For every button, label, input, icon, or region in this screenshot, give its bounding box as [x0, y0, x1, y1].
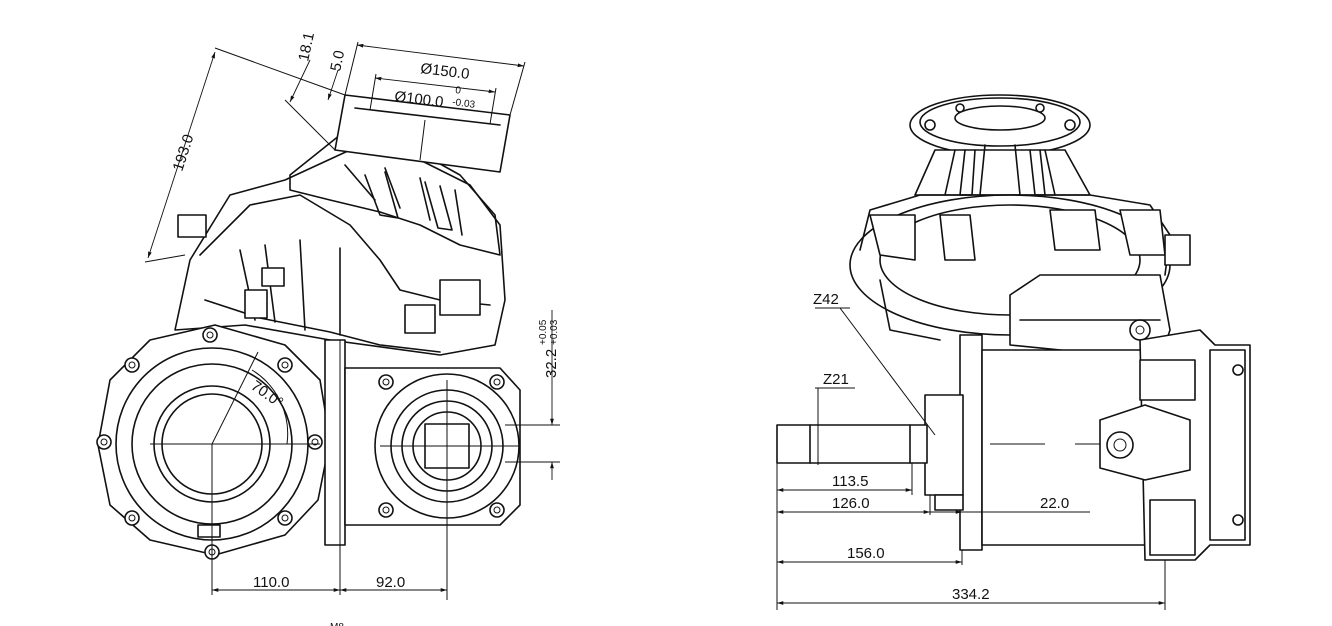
- gear-label-shaft: Z21: [823, 371, 849, 388]
- bottom-cut-label: M8: [330, 622, 344, 626]
- dim-shoulder: 22.0: [1040, 495, 1069, 512]
- dim-shaft-offset-tol-lower: +0.03: [549, 319, 560, 345]
- dim-right-center: 92.0: [376, 574, 405, 591]
- left-dimensions: [144, 41, 560, 592]
- dim-left-center: 110.0: [253, 574, 289, 591]
- gear-label-top: Z42: [813, 291, 839, 308]
- dim-height: 193.0: [170, 132, 198, 173]
- right-flange: [909, 94, 1091, 196]
- dim-flange-pilot-tol-upper: 0: [455, 85, 462, 97]
- dim-shaft-a: 113.5: [832, 473, 868, 490]
- dim-pilot-depth: 5.0: [327, 49, 348, 73]
- dim-shaft-b: 126.0: [832, 495, 870, 512]
- dim-flange-outer: Ø150.0: [420, 60, 471, 83]
- dim-overall: 334.2: [952, 586, 990, 603]
- right-view: Z42 Z21 113.5 126.0 22.0 156.0 334.2: [776, 94, 1251, 610]
- right-lower-body: [924, 329, 1251, 561]
- right-shaft: [776, 424, 928, 464]
- left-side-housing: [324, 339, 521, 546]
- left-upper-housing: [174, 94, 511, 356]
- dim-flange-thickness: 18.1: [295, 31, 318, 63]
- left-view: Ø150.0 Ø100.0 0 -0.03 18.1 5.0 193.0 70.…: [96, 31, 560, 626]
- dim-flange-pilot-tol-lower: -0.03: [452, 97, 476, 111]
- dim-shaft-offset: 32.2: [543, 349, 560, 378]
- right-disc-housing: [849, 194, 1191, 361]
- dim-flange-pilot: Ø100.0: [394, 88, 445, 111]
- dim-shaft-offset-tol-upper: +0.05: [538, 319, 549, 345]
- dim-flange-pos: 156.0: [847, 545, 885, 562]
- right-dimensions: [776, 463, 1166, 610]
